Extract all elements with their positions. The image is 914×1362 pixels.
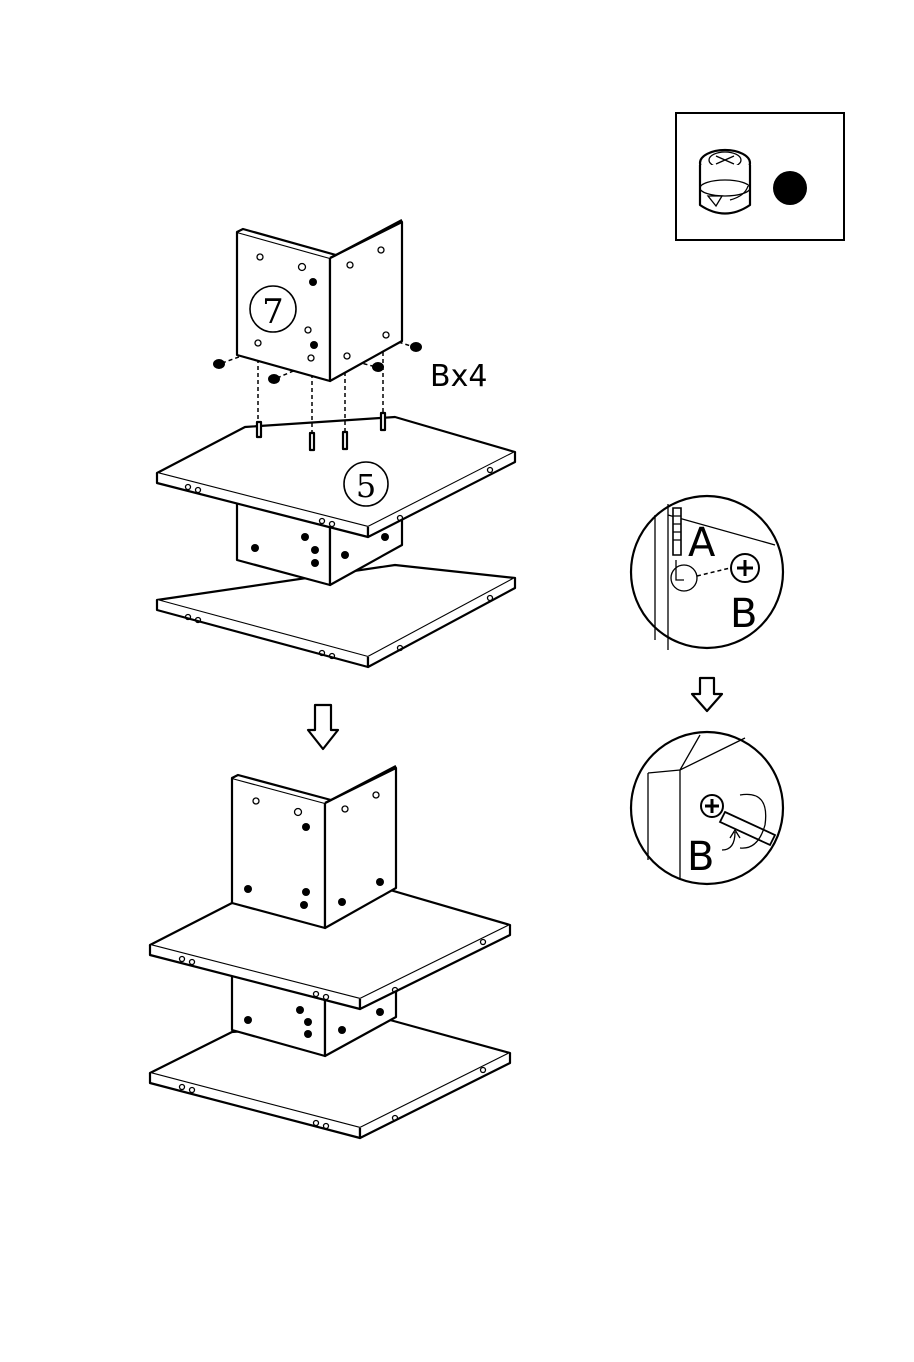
hardware-legend [676,113,844,240]
top-assembly: 5 [157,220,515,667]
down-arrow-icon-detail [692,678,722,711]
part-number-5: 5 [356,467,376,505]
down-arrow-icon [308,705,338,749]
dowel-label-a: A [688,520,716,566]
cam-lock-icon [700,150,750,214]
cam-lock-label-b-top: B [730,591,757,637]
cam-lock-label-b-bottom: B [687,834,714,880]
upper-corner-panel-part-7: 7 [237,220,402,381]
upper-shelf-part-5: 5 [157,413,515,537]
detail-tighten-cam-lock: B [631,732,783,884]
detail-insert-cam-lock: A B [631,496,783,650]
bottom-assembly [150,766,510,1138]
bolt-b-marker [773,171,807,205]
hardware-count-label: Bx4 [430,359,487,394]
part-number-7: 7 [262,292,284,332]
